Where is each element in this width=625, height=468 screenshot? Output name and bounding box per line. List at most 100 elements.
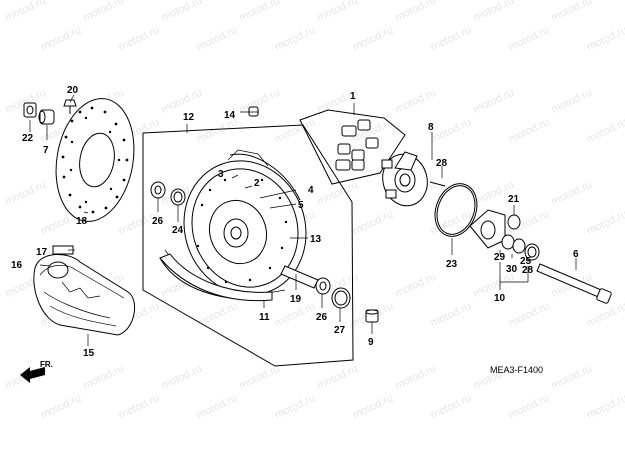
- callout-11: 11: [259, 312, 270, 323]
- direction-label: FR.: [40, 360, 53, 369]
- watermark-text: motod.ru: [507, 300, 551, 329]
- watermark-text: motod.ru: [315, 0, 359, 24]
- watermark-text: motod.ru: [159, 363, 203, 392]
- bearing-30-a: [501, 234, 515, 250]
- watermark-text: motod.ru: [81, 0, 125, 24]
- watermark-text: motod.ru: [549, 87, 593, 116]
- stud-bolt: [429, 181, 446, 187]
- collar-9: [365, 309, 379, 323]
- circlip-23: [434, 183, 478, 237]
- dust-seal-24: [170, 188, 186, 206]
- watermark-text: motod.ru: [471, 87, 515, 116]
- nut-14: [248, 106, 259, 117]
- callout-15: 15: [83, 348, 95, 359]
- watermark-text: motod.ru: [585, 392, 625, 421]
- axle-spacer: [280, 265, 319, 289]
- watermark-text: motod.ru: [393, 271, 437, 300]
- callout-21: 21: [508, 194, 520, 205]
- callout-2: 2: [254, 178, 260, 189]
- watermark-text: motod.ru: [429, 116, 473, 145]
- callout-4: 4: [308, 185, 314, 196]
- callout-26-left: 26: [152, 216, 164, 227]
- callout-27: 27: [334, 325, 346, 336]
- callout-13: 13: [310, 234, 322, 245]
- rim-band: [159, 253, 273, 302]
- callout-14: 14: [224, 110, 236, 121]
- watermark-text: motod.ru: [237, 87, 281, 116]
- watermark-text: motod.ru: [195, 392, 239, 421]
- watermark-text: motod.ru: [159, 0, 203, 24]
- damper-outline: [299, 109, 406, 185]
- disc-bolt: [63, 99, 77, 114]
- watermark-text: motod.ru: [429, 300, 473, 329]
- watermark-text: motod.ru: [273, 24, 317, 53]
- callout-10: 10: [494, 293, 506, 304]
- callout-30-b: 30: [506, 264, 518, 275]
- watermark-text: motod.ru: [429, 24, 473, 53]
- watermark-text: motod.ru: [39, 392, 83, 421]
- watermark-text: motod.ru: [393, 0, 437, 24]
- callout-29: 28: [436, 158, 448, 169]
- callout-6: 6: [573, 249, 579, 260]
- wheel-damper-set: [335, 119, 379, 171]
- brake-disc: [55, 98, 135, 222]
- callout-26-right: 26: [316, 312, 328, 323]
- watermark-text: motod.ru: [351, 24, 395, 53]
- watermark-text: motod.ru: [429, 392, 473, 421]
- driven-flange: [381, 151, 428, 207]
- watermark-text: motod.ru: [549, 363, 593, 392]
- callout-16: 16: [11, 260, 23, 271]
- callout-numbers: 20 22 7 18 14 12 3 2 4 5 13 26 24 19 26 …: [11, 85, 579, 359]
- callout-9: 9: [368, 337, 374, 348]
- watermark-text: motod.ru: [585, 208, 625, 237]
- watermark-text: motod.ru: [549, 0, 593, 24]
- bearing-30-b: [512, 238, 526, 254]
- final-driven-hub: [469, 209, 506, 249]
- watermark-text: motod.ru: [585, 116, 625, 145]
- watermark-text: motod.ru: [585, 24, 625, 53]
- callout-24: 24: [172, 225, 184, 236]
- callout-19: 19: [290, 294, 302, 305]
- watermark-text: motod.ru: [549, 179, 593, 208]
- callout-5: 5: [298, 200, 304, 211]
- watermark-text: motod.ru: [585, 300, 625, 329]
- watermark-text: motod.ru: [507, 392, 551, 421]
- nut-22: [23, 102, 37, 118]
- watermark-text: motod.ru: [273, 392, 317, 421]
- callout-7: 7: [43, 145, 49, 156]
- watermark-text: motod.ru: [195, 300, 239, 329]
- collar-7: [38, 109, 55, 125]
- watermark-text: motod.ru: [81, 363, 125, 392]
- watermark-text: motod.ru: [195, 24, 239, 53]
- watermark-text: motod.ru: [351, 208, 395, 237]
- watermark-text: motod.ru: [237, 363, 281, 392]
- watermark-text: motod.ru: [351, 392, 395, 421]
- watermark-text: motod.ru: [507, 116, 551, 145]
- callout-28: 28: [522, 265, 534, 276]
- callout-8: 8: [428, 122, 434, 133]
- oil-seal-28: [524, 243, 540, 261]
- callout-22: 22: [22, 133, 34, 144]
- watermark-text: motod.ru: [117, 24, 161, 53]
- dust-seal-21: [507, 214, 521, 230]
- callout-23: 23: [446, 259, 458, 270]
- callout-12: 12: [183, 112, 195, 123]
- callout-1: 1: [350, 91, 356, 102]
- watermark-text: motod.ru: [507, 24, 551, 53]
- callout-3: 3: [218, 169, 224, 180]
- rear-axle: [536, 263, 612, 304]
- watermark-text: motod.ru: [315, 363, 359, 392]
- watermark-text: motod.ru: [393, 87, 437, 116]
- bearing-26-right: [315, 277, 331, 295]
- leader-lines: [29, 94, 577, 346]
- callout-20: 20: [67, 85, 79, 96]
- watermark-text: motod.ru: [159, 87, 203, 116]
- front-direction-arrow: FR.: [20, 360, 53, 383]
- bearing-26-left: [150, 181, 166, 199]
- watermark-text: motod.ru: [117, 392, 161, 421]
- callout-18: 18: [76, 216, 88, 227]
- watermark-text: motod.ru: [3, 179, 47, 208]
- watermark-text: motod.ru: [3, 0, 47, 24]
- watermark-text: motod.ru: [393, 363, 437, 392]
